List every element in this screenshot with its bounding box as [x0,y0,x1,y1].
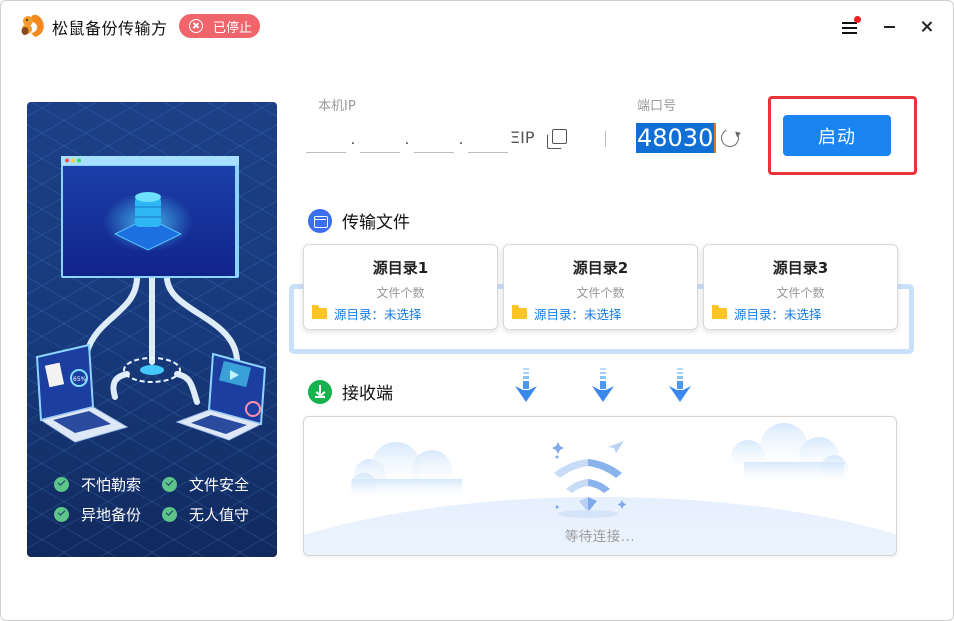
ip-list-icon[interactable]: ΞIP [510,128,535,147]
ip-address-field[interactable]: · · · [306,125,508,153]
source-path[interactable]: 源目录：未选择 [712,304,822,323]
feature-label: 不怕勒索 [81,476,142,494]
source-path[interactable]: 源目录：未选择 [312,304,422,323]
app-title: 松鼠备份传输方 [52,19,168,38]
hamburger-line [842,32,857,34]
ip-separator: · [350,136,356,152]
squirrel-logo-icon [21,14,44,37]
waiting-illustration [304,423,896,555]
waiting-status: 等待连接... [564,529,636,545]
source-path-text: 源目录：未选择 [334,307,422,322]
folder-icon [512,305,527,319]
down-arrow-icon [515,368,537,402]
start-button[interactable]: 启动 [783,115,891,156]
left-laptop-percent: 65% [73,376,87,383]
refresh-icon[interactable] [718,126,742,150]
file-count-label: 文件个数 [776,286,825,300]
port-input[interactable]: 48030 [636,123,717,153]
source-name: 源目录1 [372,259,429,277]
transfer-section-header: 传输文件 [308,208,410,233]
folder-icon [312,305,327,319]
close-button[interactable] [916,16,938,38]
minimize-button[interactable] [879,16,901,38]
promo-banner: 65% [27,102,277,557]
receiver-panel: 等待连接... [303,416,897,556]
ip-segment-1[interactable] [306,129,346,153]
check-icon [162,477,177,492]
source-name: 源目录2 [572,259,629,277]
highlight-annotation [768,96,917,175]
transfer-section-title: 传输文件 [342,213,410,233]
status-text: 已停止 [213,20,253,36]
ip-label: 本机IP [318,99,356,114]
divider [605,131,606,147]
title-bar: 松鼠备份传输方 已停止 [1,1,953,51]
check-icon [54,507,69,522]
feature-item: 文件安全 [162,474,249,495]
folder-icon [308,208,332,233]
file-count-label: 文件个数 [576,286,625,300]
hamburger-line [842,27,857,29]
ip-separator: · [458,136,464,152]
source-card-1[interactable]: 源目录1 文件个数 源目录：未选择 [303,244,498,330]
receiver-section-title: 接收端 [342,384,393,404]
source-card-3[interactable]: 源目录3 文件个数 源目录：未选择 [703,244,898,330]
menu-button[interactable] [839,16,863,38]
source-name: 源目录3 [772,259,829,277]
source-card-2[interactable]: 源目录2 文件个数 源目录：未选择 [503,244,698,330]
ip-separator: · [404,136,410,152]
copy-icon[interactable] [547,129,567,149]
file-count-label: 文件个数 [376,286,425,300]
hamburger-menu-icon [842,22,857,24]
stopped-icon [189,19,203,33]
down-arrow-icon [669,368,691,402]
download-icon [308,379,332,404]
backup-network-illustration: 65% [35,156,267,443]
ip-segment-2[interactable] [360,129,400,153]
feature-item: 无人值守 [162,504,249,525]
notification-dot [854,16,861,23]
source-path[interactable]: 源目录：未选择 [512,304,622,323]
feature-label: 文件安全 [189,476,250,494]
cloud-right [731,423,848,484]
feature-item: 异地备份 [54,504,141,525]
source-path-text: 源目录：未选择 [734,307,822,322]
feature-label: 异地备份 [81,506,142,524]
ip-segment-4[interactable] [468,129,508,153]
check-icon [162,507,177,522]
down-arrow-icon [592,368,614,402]
cloud-left [350,442,462,501]
check-icon [54,477,69,492]
port-label: 端口号 [637,99,677,114]
feature-label: 无人值守 [189,506,250,524]
receiver-section-header: 接收端 [308,379,393,404]
folder-icon [712,305,727,319]
ip-segment-3[interactable] [414,129,454,153]
source-path-text: 源目录：未选择 [534,307,622,322]
feature-item: 不怕勒索 [54,474,141,495]
status-badge: 已停止 [179,14,260,38]
